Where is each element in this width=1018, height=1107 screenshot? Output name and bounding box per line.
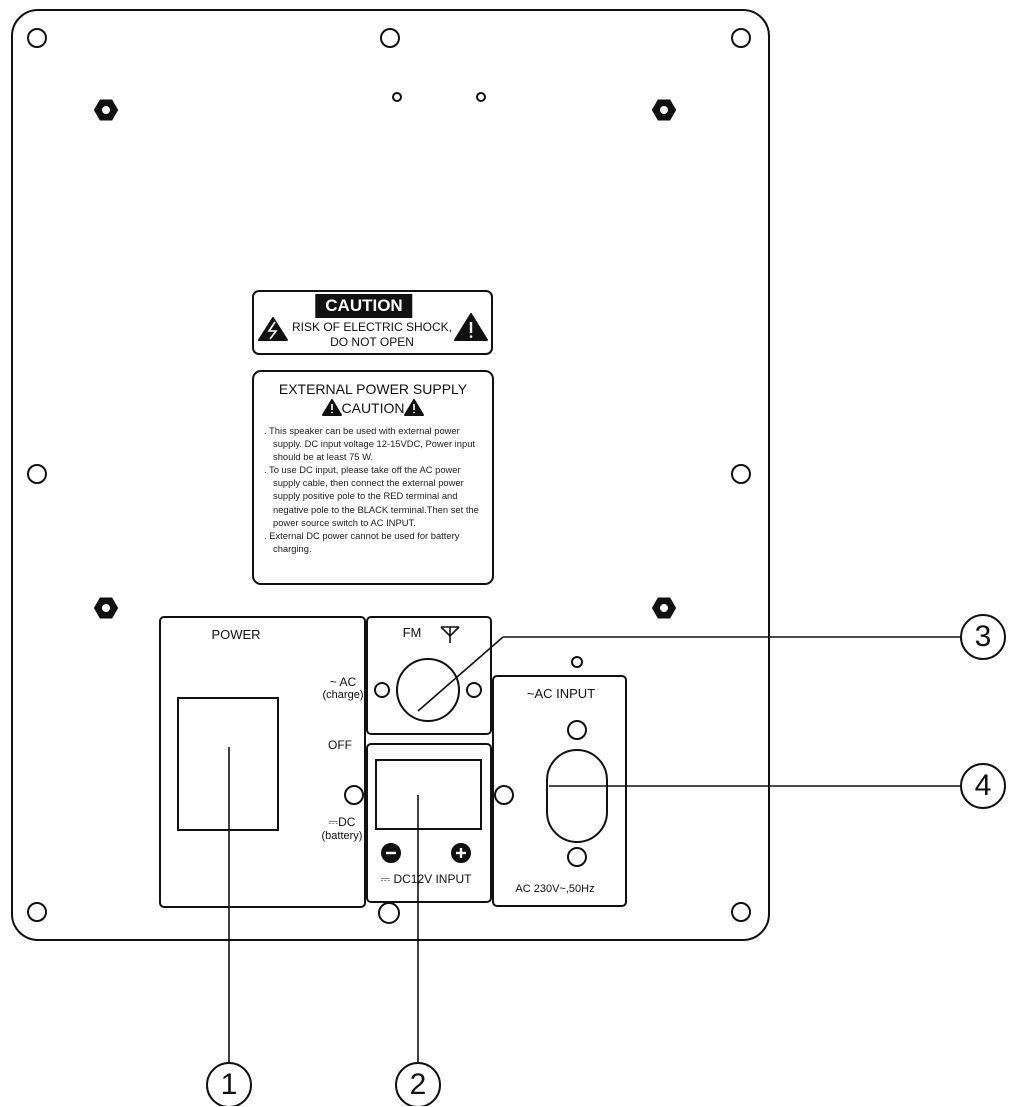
ac-input-panel — [492, 675, 627, 907]
dc-input-title: ⎓ DC12V INPUT — [380, 872, 472, 886]
callout-circle-2 — [395, 1062, 441, 1106]
caution-line-1: RISK OF ELECTRIC SHOCK, — [291, 320, 453, 334]
external-power-title: EXTERNAL POWER SUPPLY — [278, 381, 468, 397]
ac-rating-label: AC 230V~,50Hz — [515, 883, 595, 895]
negative-terminal-icon — [381, 843, 401, 863]
caution-line-2: DO NOT OPEN — [330, 335, 414, 349]
mounting-hole — [27, 464, 47, 484]
dc-screw-hole — [494, 785, 514, 805]
callout-circles — [206, 614, 1006, 1106]
leader-line-3 — [417, 636, 504, 712]
mounting-hole — [731, 464, 751, 484]
mounting-hole — [27, 902, 47, 922]
shock-warning-icon — [258, 317, 288, 341]
positive-terminal-icon — [451, 843, 471, 863]
instruction-item: . External DC power cannot be used for b… — [264, 529, 460, 554]
back-plate — [11, 9, 770, 941]
exclamation-warning-icon — [404, 399, 424, 416]
antenna-icon — [440, 626, 460, 643]
power-title: POWER — [211, 627, 261, 642]
ac-charge-label: ~ AC — [329, 675, 357, 689]
ac-charge-sublabel: (charge) — [322, 689, 364, 701]
ac-input-socket — [546, 749, 608, 843]
ac-indicator-hole — [571, 656, 583, 668]
mounting-hole — [731, 902, 751, 922]
callout-number-4: 4 — [974, 769, 992, 802]
callout-circle-3 — [960, 614, 1006, 660]
switch-indicator-hole — [344, 785, 364, 805]
fm-panel — [366, 616, 492, 735]
hex-nut-icon — [651, 99, 677, 121]
dc-input-panel — [366, 743, 492, 903]
dc-screw-hole — [378, 902, 400, 924]
ac-input-title: ~AC INPUT — [526, 686, 596, 701]
mounting-hole — [731, 28, 751, 48]
callout-number-2: 2 — [409, 1068, 427, 1101]
leader-lines — [228, 636, 960, 1063]
dc-input-socket — [375, 759, 482, 830]
external-power-instructions: . This speaker can be used with external… — [264, 424, 486, 555]
callout-circle-4 — [960, 763, 1006, 809]
instruction-item: . To use DC input, please take off the A… — [264, 464, 479, 528]
ac-screw-hole — [567, 847, 587, 867]
mounting-hole — [27, 28, 47, 48]
exclamation-warning-icon — [322, 399, 342, 416]
off-label: OFF — [328, 738, 352, 752]
external-power-label-box — [252, 370, 494, 585]
external-power-caution: CAUTION — [341, 400, 405, 416]
mounting-holes — [27, 28, 751, 922]
fm-title: FM — [402, 625, 422, 640]
caution-label-box — [252, 290, 493, 355]
caution-badge: CAUTION — [315, 294, 413, 318]
instruction-item: . This speaker can be used with external… — [264, 425, 476, 463]
mounting-hole — [392, 92, 402, 102]
hex-nut-icons — [93, 99, 677, 619]
power-panel — [159, 616, 366, 908]
hex-nut-icon — [93, 99, 119, 121]
fm-screw-hole — [374, 682, 390, 698]
callout-number-3: 3 — [974, 620, 992, 653]
fm-screw-hole — [466, 682, 482, 698]
hex-nut-icon — [651, 597, 677, 619]
exclamation-warning-icon — [454, 313, 488, 341]
dc-battery-label: ⎓DC — [328, 815, 356, 829]
dc-battery-sublabel: (battery) — [321, 830, 363, 842]
callout-circle-1 — [206, 1062, 252, 1106]
fm-antenna-jack — [396, 658, 460, 722]
ac-screw-hole — [567, 720, 587, 740]
mounting-hole — [380, 28, 400, 48]
mounting-hole — [476, 92, 486, 102]
callout-number-1: 1 — [220, 1068, 238, 1101]
power-switch — [177, 697, 279, 831]
hex-nut-icon — [93, 597, 119, 619]
